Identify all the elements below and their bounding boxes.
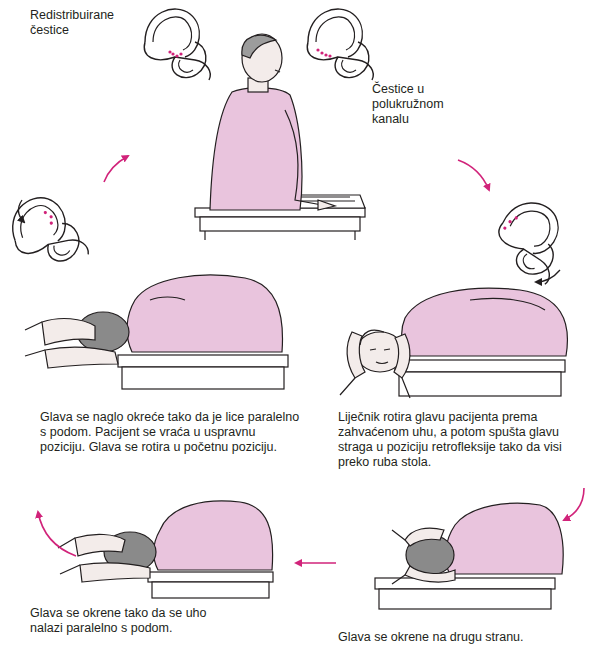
patient-ear-down: [58, 501, 273, 598]
ear-icon: [307, 9, 373, 80]
step-caption: Glava se naglo okreće tako da je lice pa…: [40, 410, 302, 455]
patient-head-hanging: [340, 288, 567, 398]
annotation: Čestice u polukružnom kanalu: [372, 82, 472, 127]
ear-icon: [486, 193, 576, 285]
step-caption: Glava se okrene na drugu stranu.: [338, 630, 578, 645]
patient-head-turned: [375, 503, 563, 609]
ear-icon: [3, 187, 89, 276]
cycle-arrow: [38, 156, 584, 563]
patient-face-turned: [25, 275, 288, 389]
annotation: Redistribuirane čestice: [30, 8, 130, 38]
rotation-arrow: [18, 200, 24, 222]
step-caption: Glava se okrene tako da se uho nalazi pa…: [30, 606, 240, 636]
seated-patient: [195, 34, 365, 240]
step-caption: Liječnik rotira glavu pacijenta prema za…: [338, 410, 578, 470]
rotation-arrow: [536, 270, 560, 282]
ear-icon: [144, 9, 210, 80]
